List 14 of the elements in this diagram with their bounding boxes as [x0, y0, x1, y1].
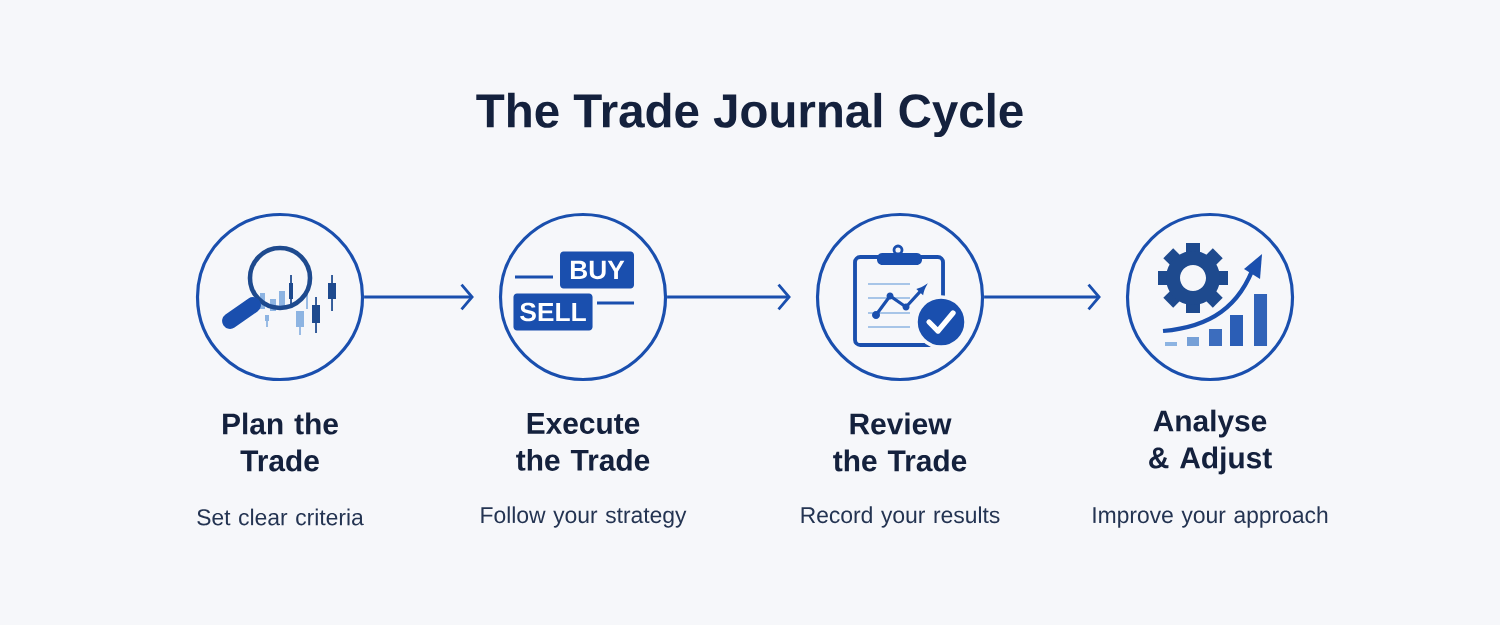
arrow: [364, 283, 474, 311]
step-description: Improve your approach: [1093, 506, 1328, 528]
step-heading: Execute the Trade: [516, 413, 650, 471]
buy-badge: BUY: [560, 251, 634, 289]
arrow: [667, 283, 791, 311]
sell-badge: SELL: [513, 293, 593, 331]
step-description: Record your results: [801, 506, 1000, 528]
step-heading: Review the Trade: [833, 412, 967, 472]
step-description: Follow your strategy: [481, 506, 687, 528]
step-heading: Analyse & Adjust: [1149, 409, 1272, 475]
title: The Trade Journal Cycle: [476, 92, 1023, 138]
step-heading: Plan the Trade: [223, 412, 338, 472]
arrow: [984, 283, 1101, 311]
step-description: Set clear criteria: [197, 508, 364, 526]
